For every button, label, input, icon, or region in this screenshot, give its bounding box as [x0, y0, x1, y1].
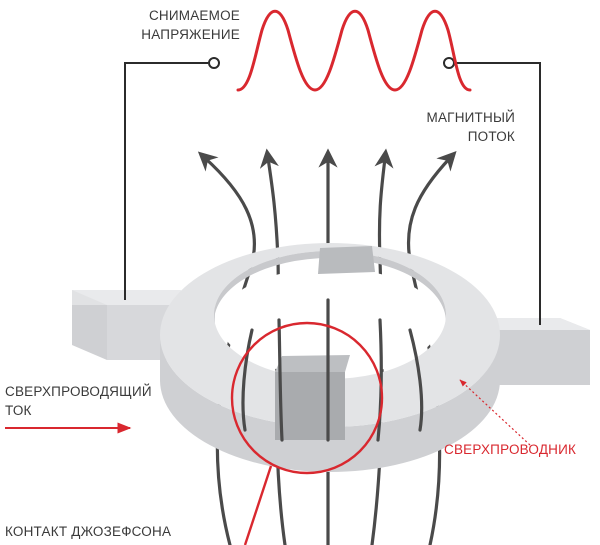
output-voltage-label: СНИМАЕМОЕ НАПРЯЖЕНИЕ	[128, 6, 240, 44]
superconducting-ring	[160, 243, 500, 472]
voltage-leads	[124, 57, 541, 325]
josephson-contact-highlight	[230, 321, 384, 475]
supercurrent-line1: СВЕРХПРОВОДЯЩИЙ	[5, 384, 152, 399]
magnetic-flux-line1: МАГНИТНЫЙ	[426, 110, 515, 125]
flux-line-1	[197, 151, 256, 545]
supercurrent-label: СВЕРХПРОВОДЯЩИЙ ТОК	[5, 382, 152, 420]
left-terminal	[208, 57, 220, 69]
magnetic-flux-line2: ПОТОК	[467, 129, 515, 144]
flux-line-5	[406, 150, 457, 545]
output-voltage-line2: НАПРЯЖЕНИЕ	[141, 27, 240, 42]
left-lead	[124, 62, 208, 300]
output-voltage-line1: СНИМАЕМОЕ	[148, 8, 240, 23]
josephson-contact-label: КОНТАКТ ДЖОЗЕФСОНА	[5, 524, 172, 539]
superconductor-label: СВЕРХПРОВОДНИК	[444, 442, 577, 457]
supercurrent-line2: ТОК	[5, 403, 32, 418]
output-voltage-wave	[236, 9, 472, 92]
magnetic-flux-label: МАГНИТНЫЙ ПОТОК	[410, 108, 515, 146]
right-lead	[455, 62, 541, 325]
magnetic-flux-lines-front	[241, 298, 424, 442]
right-terminal	[443, 57, 455, 69]
josephson-contact-pointer	[243, 465, 273, 545]
